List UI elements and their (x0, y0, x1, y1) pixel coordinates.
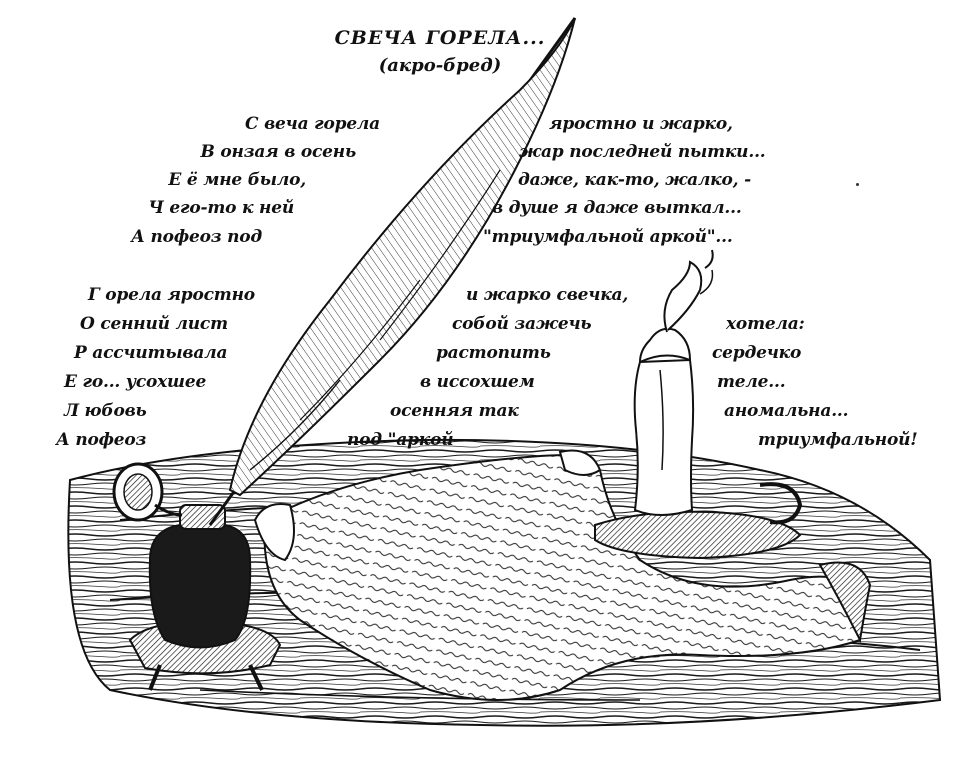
stanza2-line4-mid: в иссохшем (420, 372, 535, 392)
stanza2-line1-mid: и жарко свечка, (466, 285, 629, 305)
inkwell (112, 462, 282, 691)
stanza2-line5-left: Л юбовь (64, 401, 147, 421)
stanza2-line1-left: Г орела яростно (88, 285, 255, 305)
stanza1-line5-right: "триумфальной аркой"... (483, 227, 733, 247)
stanza1-line2-right: жар последней пытки... (519, 142, 766, 162)
stray-dot (856, 183, 859, 186)
stanza1-line5-left: А пофеоз под (131, 227, 262, 247)
stanza2-line3-left: Р ассчитывала (74, 343, 228, 363)
stanza2-line2-mid: собой зажечь (452, 314, 592, 334)
stanza2-line6-right: триумфальной! (758, 430, 918, 450)
stanza1-line1-right: яростно и жарко, (549, 114, 733, 134)
stanza2-line5-mid: осенняя так (390, 401, 519, 421)
stanza2-line2-left: О сенний лист (80, 314, 228, 334)
stanza2-line3-mid: растопить (436, 343, 551, 363)
stanza2-line6-left: А пофеоз (56, 430, 147, 450)
stanza1-line4-right: в душе я даже выткал... (492, 198, 742, 218)
parchment-scroll (253, 449, 872, 701)
stanza1-line2-left: В онзая в осень (200, 142, 356, 162)
stanza1-line3-left: Е ё мне было, (168, 170, 306, 190)
stanza2-line6-mid: под "аркой (347, 430, 454, 450)
candle (594, 249, 803, 560)
stanza2-line4-right: теле... (717, 372, 786, 392)
quill-feather (208, 17, 577, 526)
stanza2-line2-right: хотела: (726, 314, 805, 334)
stanza2-line4-left: Е го... усохшее (64, 372, 207, 392)
poem-subtitle: (акро-бред) (378, 55, 502, 76)
stanza2-line5-right: аномальна... (724, 401, 849, 421)
stanza1-line1-left: С веча горела (245, 114, 380, 134)
poem-title: СВЕЧА ГОРЕЛА... (334, 27, 546, 49)
stanza1-line4-left: Ч его-то к ней (148, 198, 294, 218)
stanza1-line3-right: даже, как-то, жалко, - (518, 170, 751, 190)
stanza2-line3-right: сердечко (712, 343, 802, 363)
